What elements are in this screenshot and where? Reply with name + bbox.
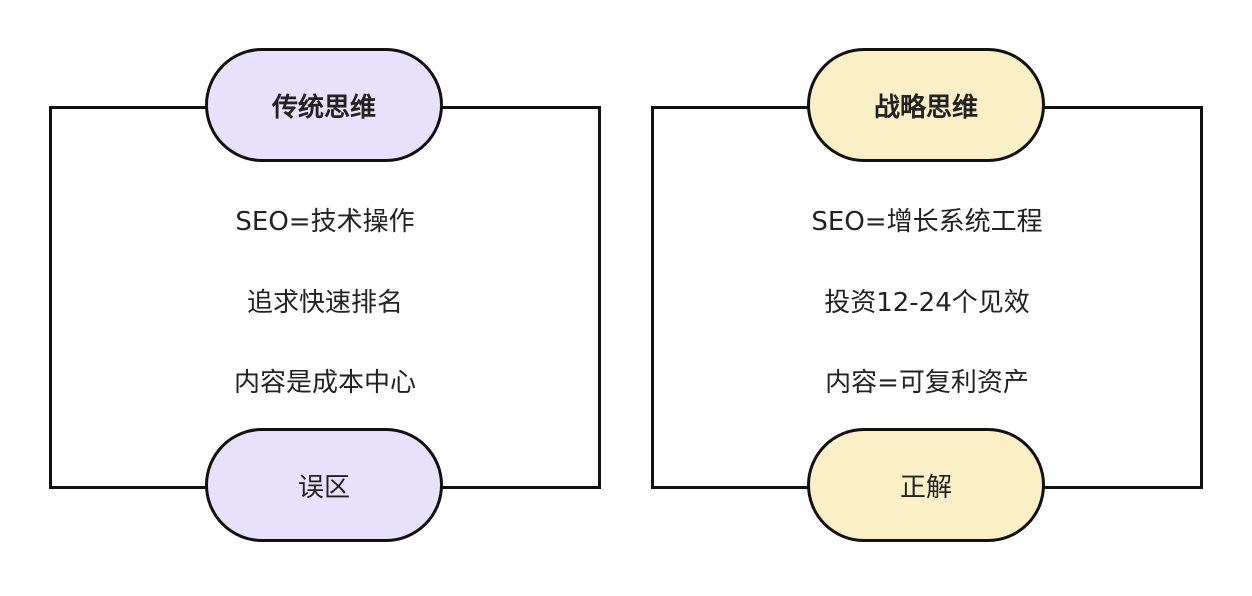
strategic-footer-label: 正解: [899, 472, 952, 503]
strategic-item-1: SEO=增长系统工程: [811, 207, 1043, 237]
traditional-thinking-panel: 传统思维 SEO=技术操作 追求快速排名 内容是成本中心 误区: [45, 0, 605, 596]
traditional-footer-pill: 误区: [205, 428, 443, 542]
strategic-header-pill: 战略思维: [807, 48, 1045, 162]
traditional-header-label: 传统思维: [271, 92, 376, 123]
traditional-item-2: 追求快速排名: [246, 288, 403, 318]
strategic-item-2: 投资12-24个见效: [824, 288, 1030, 318]
traditional-item-1: SEO=技术操作: [235, 207, 415, 237]
strategic-item-3: 内容=可复利资产: [825, 368, 1029, 398]
traditional-footer-label: 误区: [297, 472, 350, 503]
strategic-footer-pill: 正解: [807, 428, 1045, 542]
traditional-header-pill: 传统思维: [205, 48, 443, 162]
strategic-header-label: 战略思维: [873, 92, 978, 123]
strategic-thinking-panel: 战略思维 SEO=增长系统工程 投资12-24个见效 内容=可复利资产 正解: [647, 0, 1207, 596]
traditional-item-3: 内容是成本中心: [233, 368, 416, 398]
